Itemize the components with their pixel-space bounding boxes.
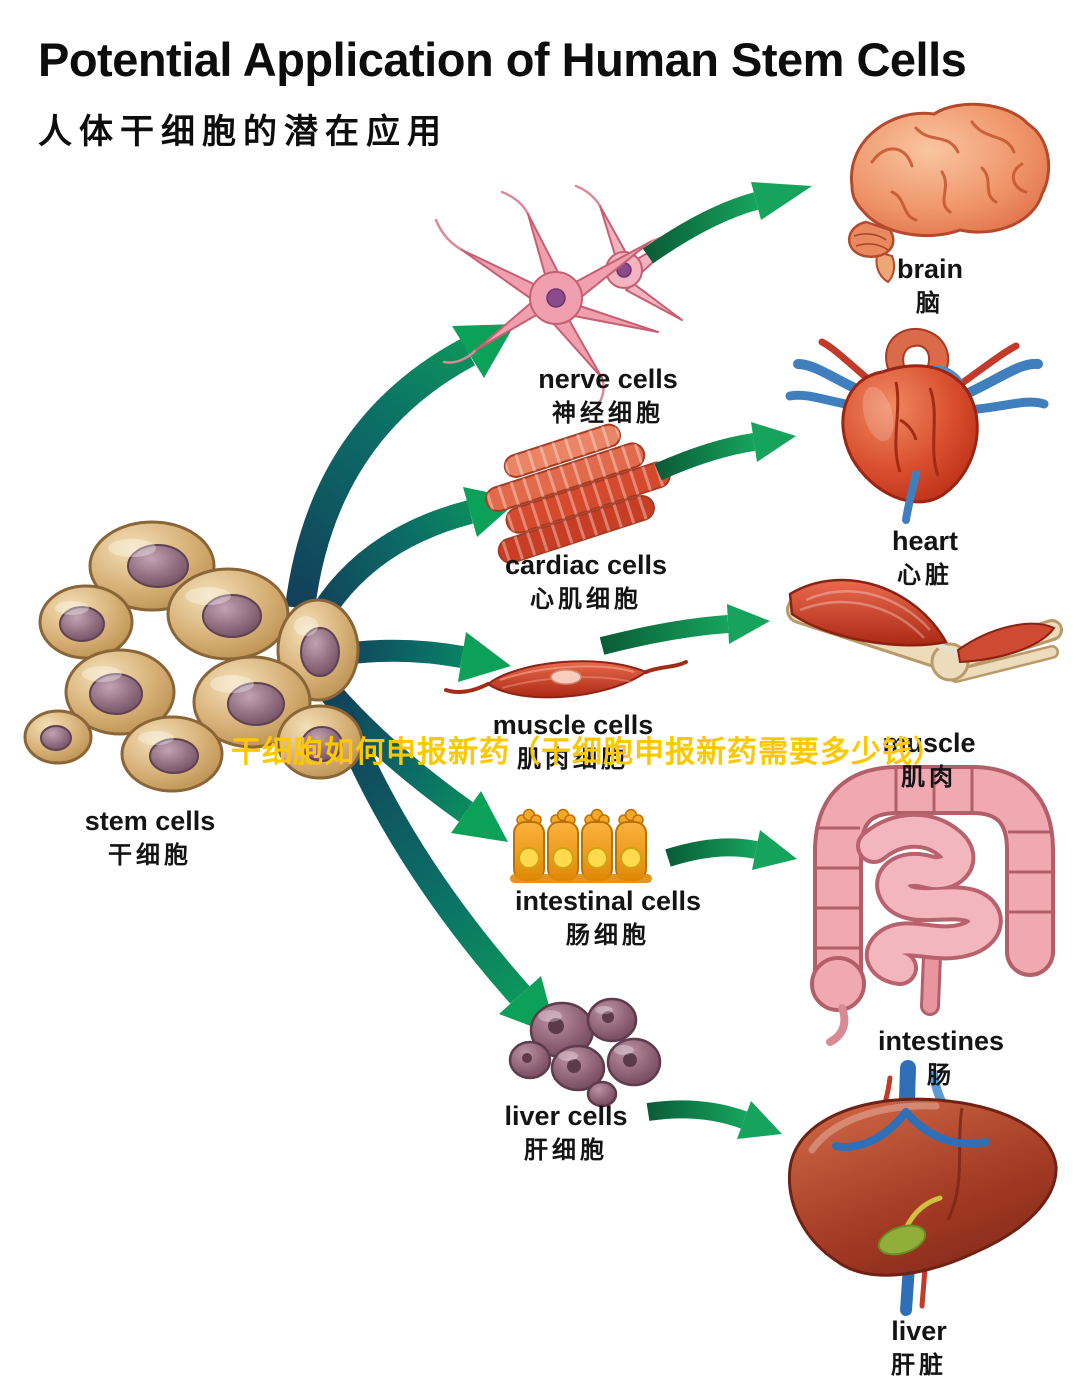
liver-cells-label-en: liver cells: [504, 1101, 628, 1131]
label-muscle-cells: muscle cells 肌肉细胞: [493, 712, 654, 772]
liver-label-zh: 肝脏: [891, 1352, 947, 1379]
intestinal-cells-label-zh: 肠细胞: [565, 922, 650, 949]
brain-label-zh: 脑: [915, 290, 944, 317]
liver-illustration: [787, 1060, 1058, 1316]
label-brain: brain 脑: [897, 256, 963, 316]
cardiac-cells-label-en: cardiac cells: [504, 550, 668, 580]
muscle-arm-illustration: [786, 578, 1063, 683]
intestinal-cells-illustration: [510, 808, 652, 883]
liver-cells-label-zh: 肝细胞: [523, 1137, 608, 1164]
label-stem-cells: stem cells 干细胞: [85, 808, 216, 868]
nerve-cells-label-zh: 神经细胞: [551, 400, 664, 427]
label-liver: liver 肝脏: [891, 1318, 947, 1378]
muscle-cells-label-en: muscle cells: [492, 710, 654, 740]
watermark-text: 干细胞如何申报新药（干细胞申报新药需要多少钱）: [231, 736, 944, 769]
nerve-cells-label-en: nerve cells: [538, 364, 678, 394]
heart-label-en: heart: [891, 526, 959, 556]
label-cardiac-cells: cardiac cells 心肌细胞: [505, 552, 667, 612]
arrow-musclecells-to-muscle: [599, 604, 770, 655]
page-title: Potential Application of Human Stem Cell…: [38, 33, 967, 86]
arrow-nerve-to-brain: [642, 182, 812, 264]
label-intestines: intestines 肠: [878, 1028, 1004, 1088]
stem-cells-label-en: stem cells: [84, 806, 216, 836]
muscle-label-zh: 肌肉: [901, 764, 957, 791]
arrow-livercells-to-liver: [646, 1100, 782, 1139]
liver-cells-illustration: [508, 997, 662, 1108]
muscle-label-en: muscle: [882, 728, 976, 758]
intestines-illustration: [810, 765, 1055, 1046]
muscle-cells-label-zh: 肌肉细胞: [516, 746, 629, 773]
intestinal-cells-label-en: intestinal cells: [514, 886, 702, 916]
page-subtitle-zh: 人体干细胞的潜在应用: [38, 113, 448, 151]
label-intestinal-cells: intestinal cells 肠细胞: [515, 888, 701, 948]
cardiac-cells-illustration: [485, 423, 671, 564]
cardiac-cells-label-zh: 心肌细胞: [530, 586, 642, 613]
stem-cells-label-zh: 干细胞: [108, 842, 192, 869]
stem-cells-illustration: [23, 520, 364, 793]
heart-label-zh: 心脏: [897, 562, 953, 589]
arrow-stem-to-intestinal: [320, 684, 508, 842]
intestines-label-en: intestines: [877, 1026, 1005, 1056]
muscle-cells-illustration: [444, 660, 688, 699]
label-heart: heart 心脏: [892, 528, 958, 588]
label-nerve-cells: nerve cells 神经细胞: [538, 366, 678, 426]
brain-label-en: brain: [896, 254, 964, 284]
arrow-intestinalcells-to-intestines: [665, 830, 797, 870]
heart-illustration: [785, 327, 1049, 524]
label-liver-cells: liver cells 肝细胞: [504, 1103, 627, 1163]
arrow-stem-to-nerve: [285, 324, 515, 610]
arrow-cardiac-to-heart: [654, 422, 796, 481]
label-muscle: muscle 肌肉: [882, 730, 975, 790]
liver-label-en: liver: [891, 1316, 947, 1346]
intestines-label-zh: 肠: [926, 1062, 955, 1089]
brain-illustration: [847, 102, 1051, 284]
